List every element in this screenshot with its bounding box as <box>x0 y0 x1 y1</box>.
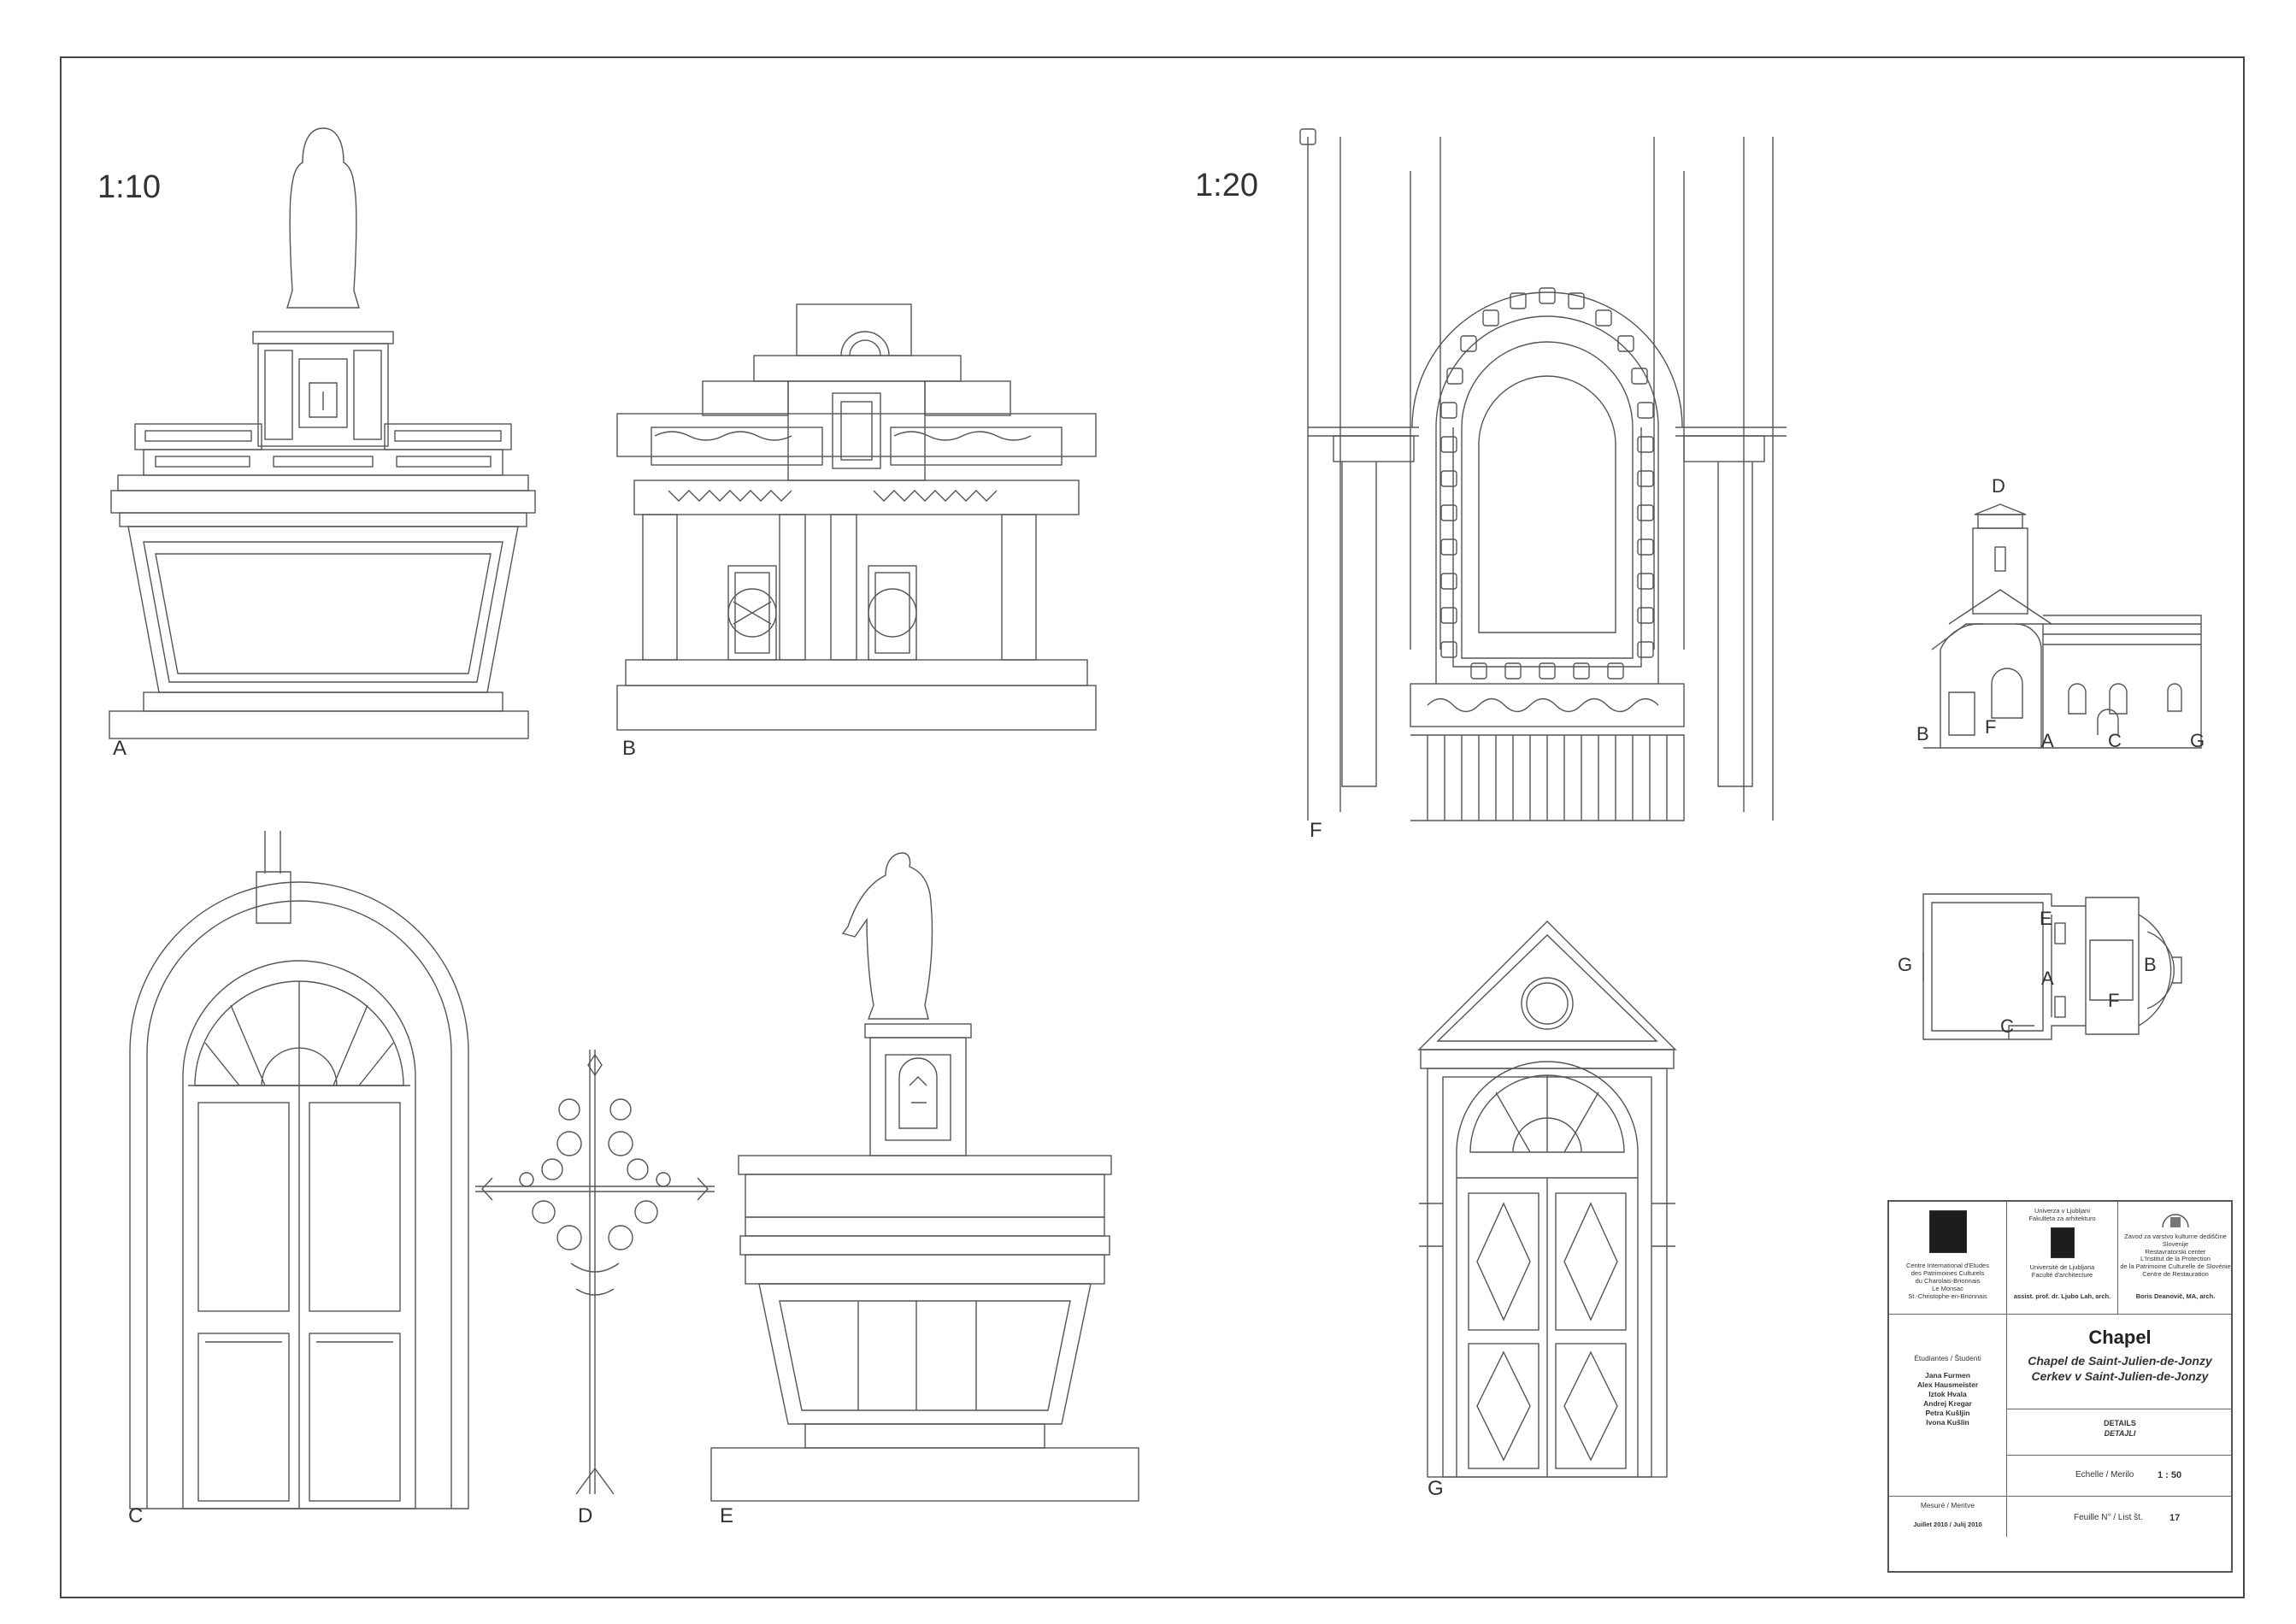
drawing-subtitle-sl: Cerkev v Saint-Julien-de-Jonzy <box>2031 1369 2209 1383</box>
door-g-drawing <box>1417 921 1677 1478</box>
arch-window-f-drawing <box>1307 137 1787 821</box>
logo-zvkds <box>2162 1214 2189 1228</box>
scale-label-1-20: 1:20 <box>1195 168 1258 203</box>
plan-label-f: F <box>2108 990 2120 1011</box>
chapel-floor-plan <box>1922 893 2182 1040</box>
plan-label-a: A <box>2041 968 2054 989</box>
logo-ciepc <box>1928 1210 1967 1253</box>
elev-label-f: F <box>1985 716 1997 738</box>
elev-label-d: D <box>1992 475 2005 497</box>
drawing-subtitle-fr: Chapel de Saint-Julien-de-Jonzy <box>2028 1354 2212 1368</box>
detajli-label: DETAJLI <box>2104 1429 2136 1438</box>
plan-label-g: G <box>1898 954 1913 975</box>
processional-cross-d-drawing <box>475 1050 715 1495</box>
sheet-number: 17 <box>2169 1513 2181 1523</box>
plan-label-c: C <box>2000 1015 2014 1037</box>
student-5: Petra Kušljin <box>1925 1409 1970 1417</box>
details-label: DETAILS <box>2104 1419 2136 1427</box>
detail-label-f: F <box>1310 819 1322 842</box>
detail-label-a: A <box>113 737 127 760</box>
chapel-section-elevation <box>1923 503 2202 749</box>
retable-b-drawing <box>616 303 1097 731</box>
student-2: Alex Hausmeister <box>1916 1380 1979 1389</box>
student-4: Andrej Kregar <box>1923 1399 1972 1408</box>
scale-label-1-10: 1:10 <box>97 169 161 205</box>
pedestal-e-drawing <box>710 852 1139 1502</box>
elev-label-a: A <box>2041 730 2054 751</box>
arched-door-c-drawing <box>129 831 469 1509</box>
student-1: Jana Furmen <box>1925 1371 1970 1380</box>
student-6: Ivona Kušlin <box>1926 1418 1969 1427</box>
elev-label-b: B <box>1916 723 1929 744</box>
scale-caption: Echelle / Merilo <box>2075 1470 2134 1480</box>
plan-label-e: E <box>2040 908 2052 929</box>
scale-value: 1 : 50 <box>2158 1470 2182 1480</box>
title-block: Centre International d'Etudes des Patrim… <box>1887 1200 2233 1573</box>
plan-label-b: B <box>2144 954 2157 975</box>
detail-label-c: C <box>128 1504 144 1527</box>
detail-label-b: B <box>622 737 637 760</box>
drawing-title: Chapel <box>2088 1327 2152 1348</box>
elev-label-c: C <box>2108 730 2122 751</box>
detail-label-d: D <box>578 1504 593 1527</box>
sheet-caption: Feuille N° / List št. <box>2074 1513 2143 1522</box>
logo-university-ljubljana <box>2050 1227 2075 1258</box>
altar-a-drawing <box>109 127 536 739</box>
arch-voussoir-rosettes <box>1299 128 1654 680</box>
elev-label-g: G <box>2190 730 2205 751</box>
detail-label-g: G <box>1428 1477 1444 1500</box>
detail-label-e: E <box>720 1504 734 1527</box>
student-3: Iztok Hvala <box>1928 1390 1967 1398</box>
drawing-sheet-border <box>60 56 2245 1598</box>
